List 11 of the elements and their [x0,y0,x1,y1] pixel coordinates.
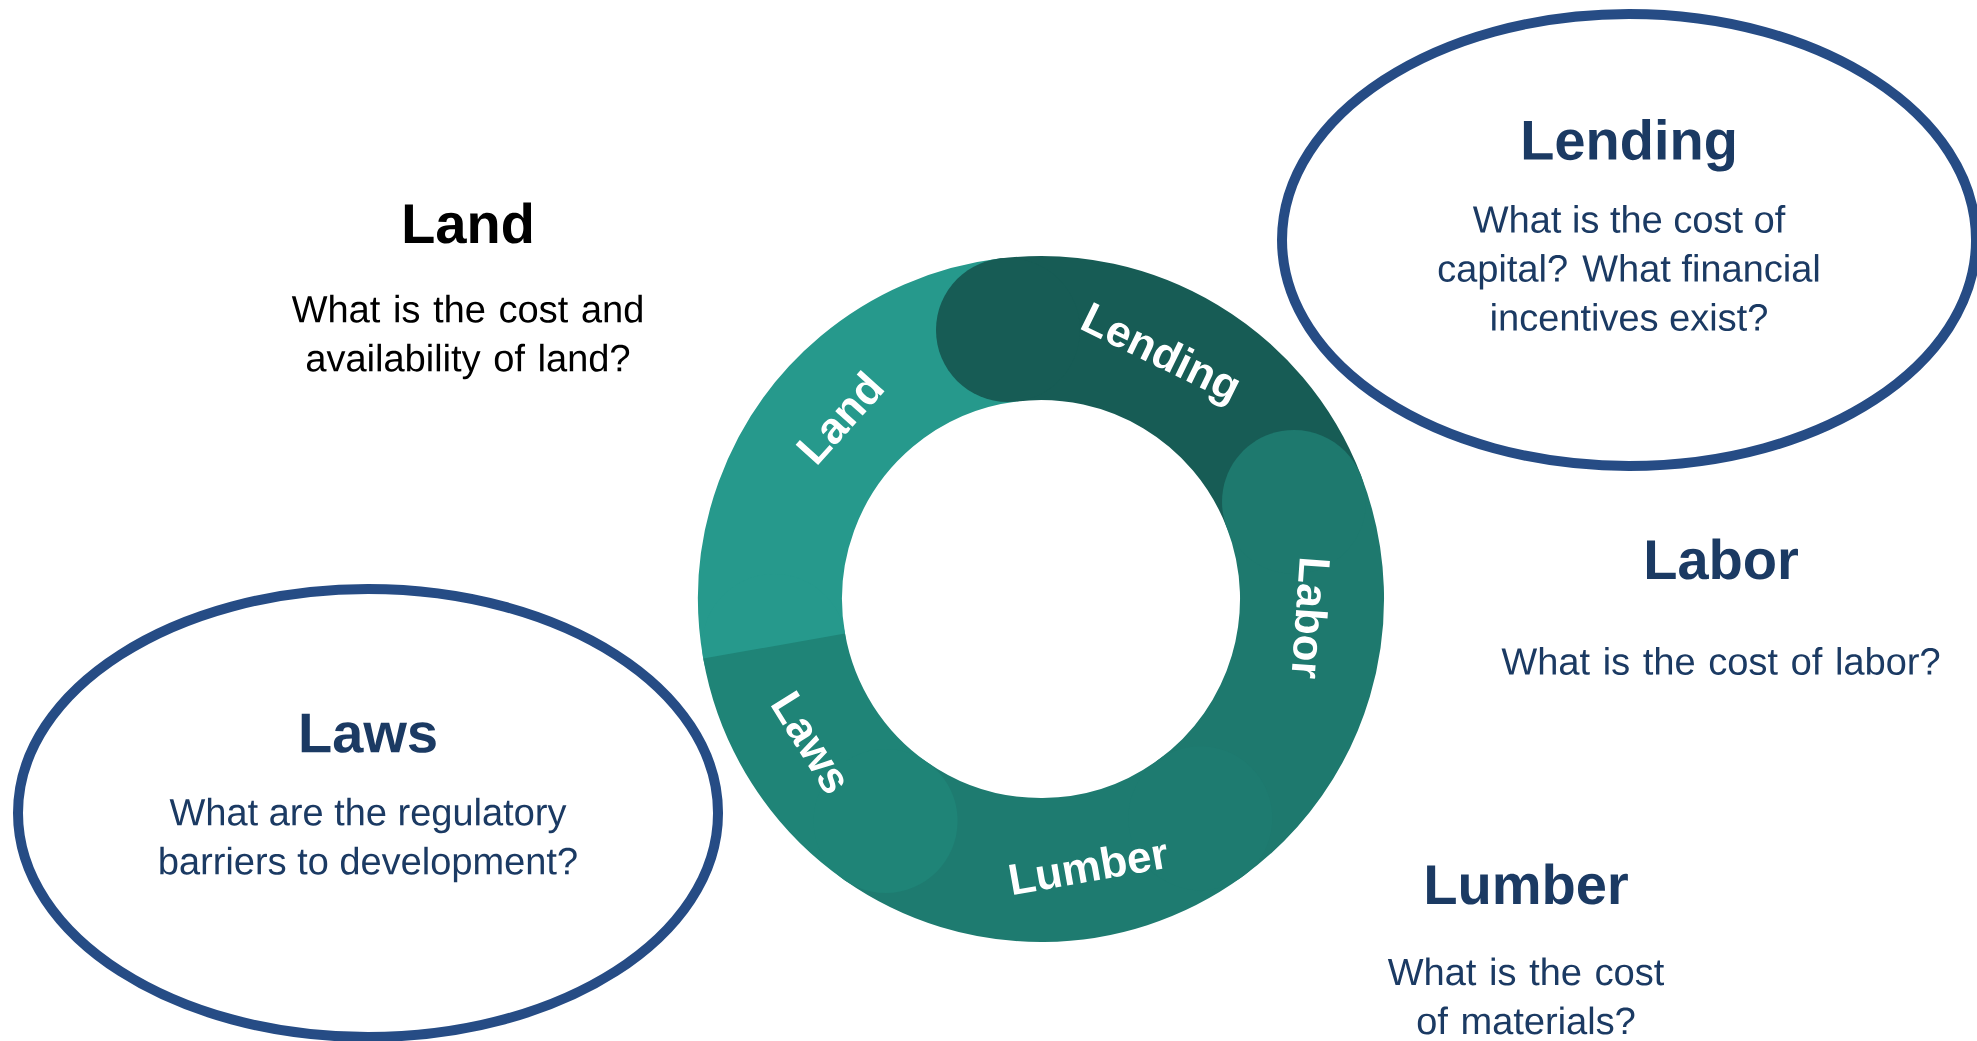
ellipse-callout: Lending What is the cost of capital? What financial incentives exist? [1277,9,1977,471]
question-text: What is the cost of labor? [1501,647,1940,675]
question-text: What is the cost and availability of land? [291,294,642,380]
ellipse-callout: Laws What are the regulatory barriers to development? [13,584,723,1041]
question-text: What is the cost of materials? [1387,957,1664,1035]
ring-segment: Lumber [847,746,1273,942]
heading: Labor [1647,538,1798,580]
heading: Lumber [1427,863,1628,905]
heading: Land [404,202,532,244]
node-label: Labor [1291,558,1330,679]
node-label: Lumber [1009,844,1167,895]
